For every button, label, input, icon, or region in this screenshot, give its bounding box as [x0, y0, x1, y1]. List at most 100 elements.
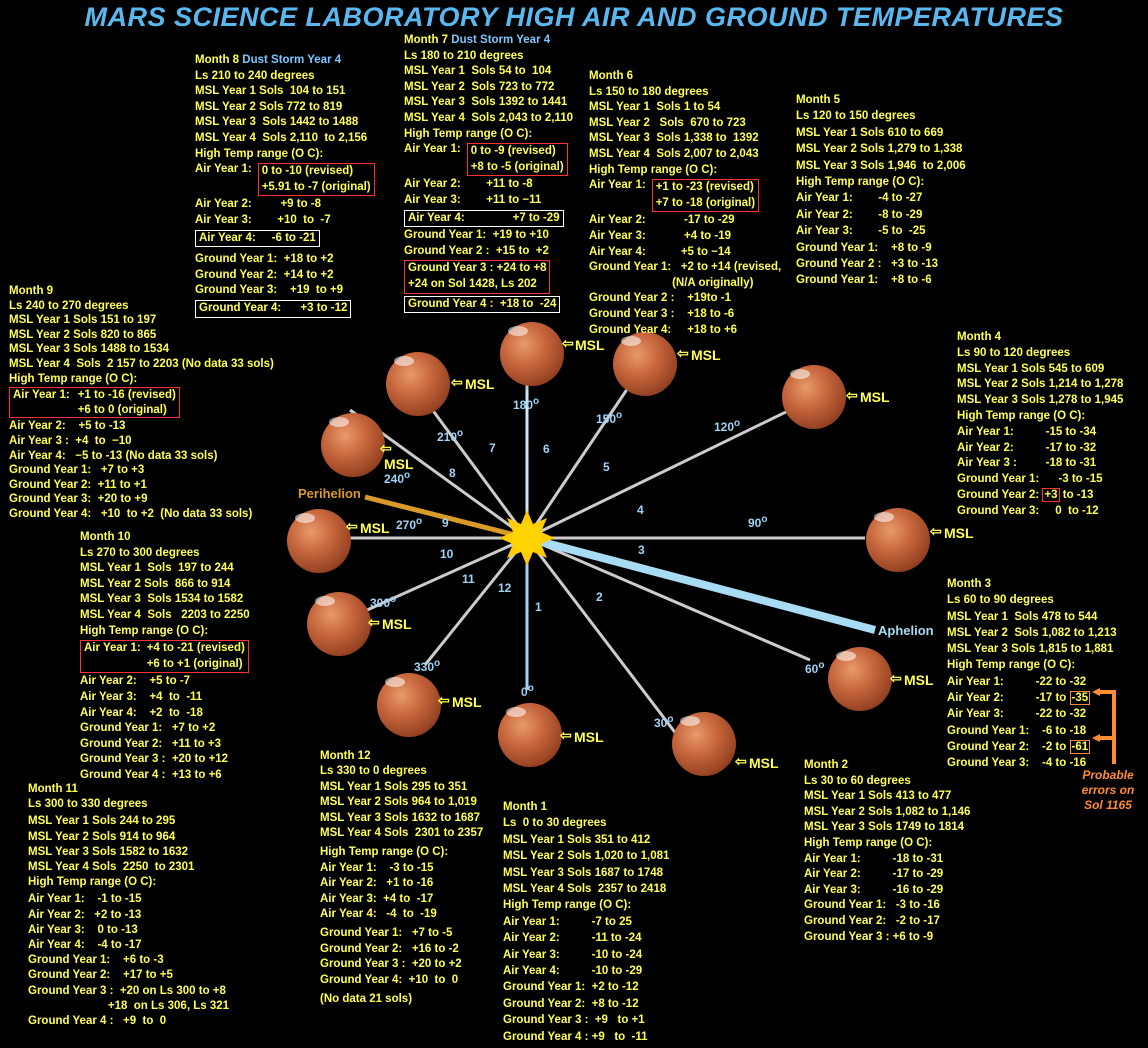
- spoke-60: [526, 536, 811, 662]
- air-year-2-error-box: -35: [1069, 691, 1091, 706]
- msl-label: MSL: [574, 729, 604, 745]
- degree-label-210: 210o: [437, 428, 464, 444]
- spoke-150: [525, 369, 642, 539]
- mars-planet-300: [307, 592, 371, 656]
- degree-label-240: 240o: [384, 470, 411, 486]
- arrow-icon: ⇦: [562, 335, 574, 351]
- degree-label-0: 0o: [521, 683, 534, 699]
- month-5-panel: Month 5 Ls 120 to 150 degrees MSL Year 1…: [796, 94, 966, 287]
- air-year-1-revision-box: 0 to -10 (revised)+5.91 to -7 (original): [257, 163, 375, 197]
- mars-planet-330: [377, 673, 441, 737]
- msl-label: MSL: [904, 672, 934, 688]
- month-number: 9: [442, 516, 449, 530]
- month-number: 12: [498, 581, 512, 595]
- month-number: 8: [449, 466, 456, 480]
- msl-label: MSL: [575, 337, 605, 353]
- arrow-icon: ⇦: [846, 387, 858, 403]
- month-number: 7: [489, 441, 496, 455]
- msl-label: MSL: [384, 456, 414, 472]
- mars-planet-60: [828, 647, 892, 711]
- month-number: 3: [638, 543, 645, 557]
- month-6-panel: Month 6 Ls 150 to 180 degrees MSL Year 1…: [589, 70, 782, 336]
- month-8-panel: Month 8 Dust Storm Year 4 Ls 210 to 240 …: [195, 53, 375, 319]
- degree-label-60: 60o: [805, 660, 825, 676]
- mars-planet-120: [782, 365, 846, 429]
- mars-planet-150: [613, 332, 677, 396]
- arrow-icon: ⇦: [380, 440, 392, 456]
- mars-planet-240: [321, 413, 385, 477]
- degree-label-300: 300o: [370, 594, 397, 610]
- aphelion-label: Aphelion: [878, 623, 934, 638]
- degree-label-180: 180o: [513, 396, 540, 412]
- month-title: Month 8: [195, 54, 240, 66]
- msl-label: MSL: [944, 525, 974, 541]
- air-year-1-revision-box: Air Year 1: +1 to -16 (revised)+6 to 0 (…: [9, 387, 180, 419]
- storm-note: Dust Storm Year 4: [242, 54, 342, 66]
- month-number: 1: [535, 600, 542, 614]
- error-bracket-icon: [1092, 688, 1116, 764]
- arrow-icon: ⇦: [930, 523, 942, 539]
- month-9-panel: Month 9 Ls 240 to 270 degrees MSL Year 1…: [9, 285, 274, 520]
- month-10-panel: Month 10 Ls 270 to 300 degrees MSL Year …: [80, 531, 250, 781]
- month-2-panel: Month 2 Ls 30 to 60 degrees MSL Year 1 S…: [804, 759, 971, 943]
- spoke-300: [344, 536, 528, 622]
- mars-planet-210: [386, 352, 450, 416]
- month-12-panel: Month 12 Ls 330 to 0 degrees MSL Year 1 …: [320, 750, 484, 1006]
- ground-year-2-error-box: +3: [1042, 487, 1060, 502]
- month-number: 10: [440, 547, 454, 561]
- ground-year-2-error-box: -61: [1069, 739, 1091, 754]
- msl-label: MSL: [860, 389, 890, 405]
- probable-errors-note: Probable errors on Sol 1165: [1081, 768, 1135, 812]
- spoke-30: [525, 537, 679, 736]
- ground-year-4-box: Ground Year 4: +3 to -12: [195, 299, 352, 318]
- air-year-1-revision-box: Air Year 1: +4 to -21 (revised)+6 to +1 …: [80, 640, 249, 674]
- air-year-4-box: Air Year 4: +7 to -29: [404, 209, 564, 228]
- ground-year-4-box: Ground Year 4 : +18 to -24: [404, 295, 561, 314]
- perihelion-line: [364, 494, 528, 541]
- month-number: 4: [637, 503, 644, 517]
- month-3-panel: Month 3 Ls 60 to 90 degrees MSL Year 1 S…: [947, 578, 1117, 770]
- figure-title: MARS SCIENCE LABORATORY HIGH AIR AND GRO…: [84, 2, 1064, 32]
- air-year-1-revision-box: 0 to -9 (revised)+8 to -5 (original): [466, 143, 568, 177]
- air-year-4-box: Air Year 4: -6 to -21: [195, 229, 320, 248]
- spoke-120: [526, 408, 791, 540]
- msl-label: MSL: [360, 520, 390, 536]
- degree-label-150: 150o: [596, 410, 623, 426]
- arrow-icon: ⇦: [451, 374, 463, 390]
- arrow-icon: ⇦: [677, 345, 689, 361]
- msl-label: MSL: [382, 616, 412, 632]
- degree-label-90: 90o: [748, 514, 768, 530]
- arrow-icon: ⇦: [890, 670, 902, 686]
- mars-planet-30: [672, 712, 736, 776]
- arrow-icon: ⇦: [438, 692, 450, 708]
- degree-label-330: 330o: [414, 658, 441, 674]
- mars-planet-90: [866, 508, 930, 572]
- month-1-panel: Month 1 Ls 0 to 30 degrees MSL Year 1 So…: [503, 801, 670, 1043]
- month-number: 2: [596, 590, 603, 604]
- ground-year-3-box: Ground Year 3 : +24 to +8+24 on Sol 1428…: [404, 260, 551, 294]
- month-number: 11: [462, 572, 475, 586]
- msl-label: MSL: [749, 755, 779, 771]
- arrow-icon: ⇦: [560, 727, 572, 743]
- msl-label: MSL: [465, 376, 495, 392]
- msl-label: MSL: [691, 347, 721, 363]
- mars-planet-180: [500, 322, 564, 386]
- month-number: 5: [603, 460, 610, 474]
- perihelion-label: Perihelion: [298, 486, 361, 501]
- mars-planet-0: [498, 703, 562, 767]
- month-11-panel: Month 11 Ls 300 to 330 degrees MSL Year …: [28, 783, 230, 1028]
- month-4-panel: Month 4 Ls 90 to 120 degrees MSL Year 1 …: [957, 331, 1124, 517]
- degree-label-270: 270o: [396, 516, 423, 532]
- msl-label: MSL: [452, 694, 482, 710]
- month-7-panel: Month 7 Dust Storm Year 4 Ls 180 to 210 …: [404, 33, 573, 314]
- degree-label-30: 30o: [654, 714, 674, 730]
- degree-label-120: 120o: [714, 418, 741, 434]
- arrow-icon: ⇦: [735, 753, 747, 769]
- mars-planet-270: [287, 509, 351, 573]
- orbit-spokes: [344, 369, 865, 736]
- storm-note: Dust Storm Year 4: [451, 34, 551, 46]
- arrow-icon: ⇦: [346, 518, 358, 534]
- month-number: 6: [543, 442, 550, 456]
